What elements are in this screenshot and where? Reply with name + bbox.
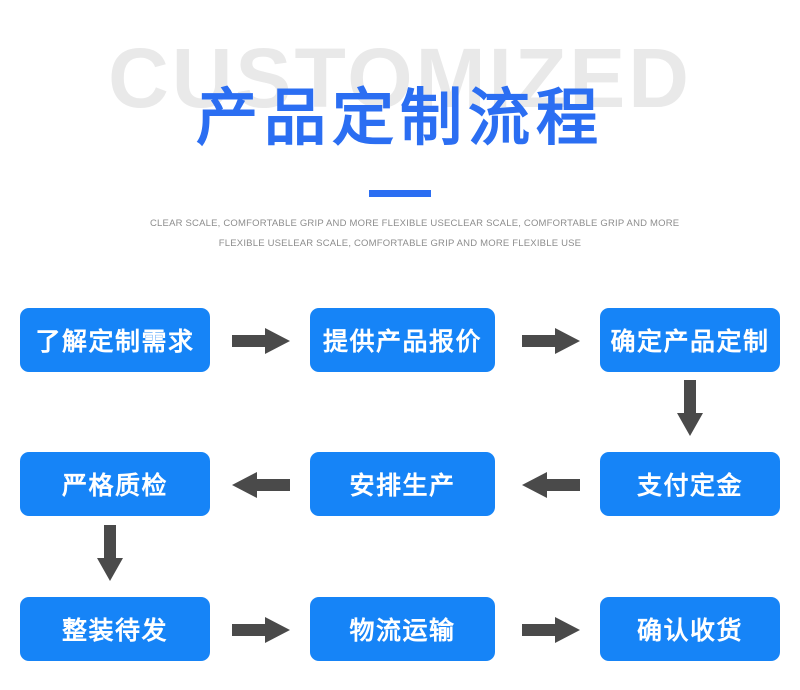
- flow-node-logistics-transport[interactable]: 物流运输: [310, 597, 495, 661]
- arrow-right-icon: [522, 328, 580, 354]
- subtitle: CLEAR SCALE, COMFORTABLE GRIP AND MORE F…: [150, 214, 680, 254]
- arrow-left-icon: [232, 472, 290, 498]
- subtitle-line-2: FLEXIBLE USELEAR SCALE, COMFORTABLE GRIP…: [218, 238, 582, 249]
- flow-node-provide-quotation[interactable]: 提供产品报价: [310, 308, 495, 372]
- arrow-right-icon: [232, 328, 290, 354]
- arrow-down-icon: [677, 380, 703, 436]
- watermark-text: CUSTOMIZED: [108, 31, 692, 125]
- flow-node-arrange-production[interactable]: 安排生产: [310, 452, 495, 516]
- arrow-right-icon: [522, 617, 580, 643]
- page-title: 产品定制流程: [195, 84, 604, 153]
- flow-node-confirm-receipt[interactable]: 确认收货: [600, 597, 780, 661]
- subtitle-line-1: CLEAR SCALE, COMFORTABLE GRIP AND MORE F…: [150, 218, 680, 229]
- flow-node-confirm-customization[interactable]: 确定产品定制: [600, 308, 780, 372]
- arrow-down-icon: [97, 525, 123, 581]
- flow-row-1: 了解定制需求 提供产品报价 确定产品定制: [0, 308, 800, 372]
- flow-node-strict-quality-inspection[interactable]: 严格质检: [20, 452, 210, 516]
- arrow-right-icon: [232, 617, 290, 643]
- flow-node-ready-for-dispatch[interactable]: 整装待发: [20, 597, 210, 661]
- flow-diagram: 了解定制需求 提供产品报价 确定产品定制 严格质检 安排生产: [0, 290, 800, 690]
- page-header: CUSTOMIZED 产品定制流程 CLEAR SCALE, COMFORTAB…: [0, 0, 800, 280]
- flow-node-understand-requirements[interactable]: 了解定制需求: [20, 308, 210, 372]
- flow-row-3: 整装待发 物流运输 确认收货: [0, 597, 800, 661]
- flow-row-2: 严格质检 安排生产 支付定金: [0, 452, 800, 516]
- flow-node-pay-deposit[interactable]: 支付定金: [600, 452, 780, 516]
- title-accent-bar: [369, 190, 431, 197]
- arrow-left-icon: [522, 472, 580, 498]
